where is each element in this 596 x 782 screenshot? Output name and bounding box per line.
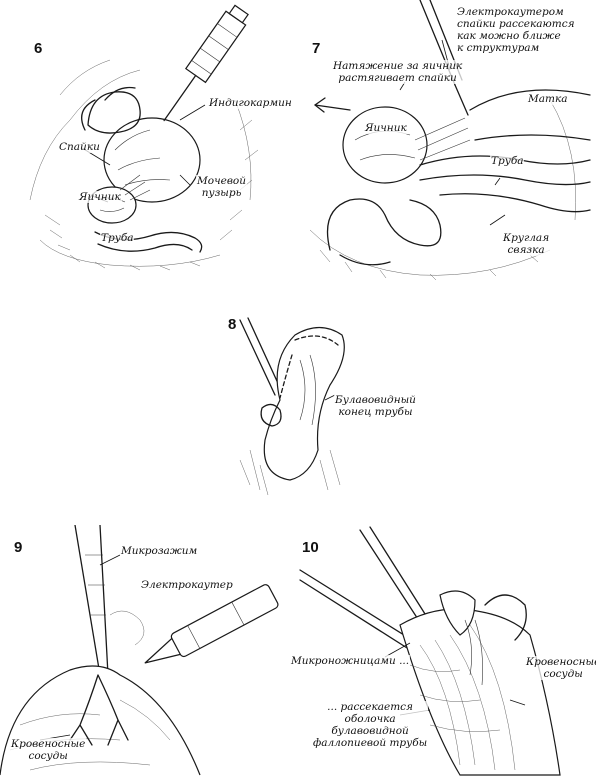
tube-label-7: Труба [490, 155, 525, 167]
electrocautery-note-line-3: как можно ближе [457, 30, 561, 42]
panel-10-number: 10 [302, 539, 319, 556]
dissection-label: ... рассекается оболочка булавовидной фа… [312, 701, 429, 749]
dissection-line-4: фаллопиевой трубы [313, 737, 428, 749]
uterus-label: Матка [527, 93, 569, 105]
vessels-10-line-1: Кровеносные [526, 656, 596, 668]
panel-6-illustration [29, 4, 259, 271]
dissection-line-1: ... рассекается [327, 701, 414, 713]
traction-note-line-1: Натяжение за яичник [333, 60, 463, 72]
panel-8-number: 8 [228, 316, 237, 333]
vessels-9-line-1: Кровеносные [11, 738, 86, 750]
dissection-line-2: оболочка [344, 713, 396, 725]
bladder-label-line-1: Мочевой [197, 175, 247, 187]
electrocautery-note-line-4: к структурам [457, 42, 540, 54]
club-end-line-2: конец трубы [338, 406, 413, 418]
panel-6-number: 6 [34, 40, 43, 57]
vessels-9-line-2: сосуды [28, 750, 68, 762]
microclamp-label: Микрозажим [120, 545, 199, 557]
panel-10-illustration [299, 526, 561, 776]
round-ligament-line-2: связка [507, 244, 545, 256]
dissection-line-3: булавовидной [331, 725, 409, 737]
panel-7-number: 7 [312, 40, 321, 57]
traction-note: Натяжение за яичник растягивает спайки [332, 60, 464, 84]
round-ligament-label: Круглая связка [502, 232, 551, 256]
panel-9-number: 9 [14, 539, 23, 556]
panel-6: 6 Индигокармин Спайки Яичник Труба Мочев… [0, 0, 293, 300]
club-end-label: Булавовидный конец трубы [334, 394, 417, 418]
panel-7: 7 Электрокаутером спайки рассекаются как… [290, 0, 596, 300]
vessels-10-line-2: сосуды [543, 668, 583, 680]
microscissors-label: Микроножницами ... [290, 655, 411, 667]
vessels-label-10: Кровеносные сосуды [525, 656, 596, 680]
tube-label: Труба [100, 232, 135, 244]
traction-note-line-2: растягивает спайки [338, 72, 457, 84]
electrocautery-note-line-1: Электрокаутером [457, 6, 564, 18]
electrocautery-note-line-2: спайки рассекаются [457, 18, 575, 30]
panel-10: 10 Микроножницами ... Кровеносные сосуды… [260, 525, 596, 782]
bladder-label-line-2: пузырь [201, 187, 242, 199]
adhesions-label: Спайки [58, 141, 101, 153]
ovary-label: Яичник [78, 191, 122, 203]
vessels-label-9: Кровеносные сосуды [10, 738, 87, 762]
club-end-line-1: Булавовидный [335, 394, 416, 406]
ovary-label-7: Яичник [364, 122, 408, 134]
panel-8-illustration [239, 317, 345, 496]
panel-8: 8 Булавовидный конец трубы [200, 300, 420, 510]
indigo-carmine-label: Индигокармин [208, 97, 293, 109]
round-ligament-line-1: Круглая [503, 232, 550, 244]
bladder-label: Мочевой пузырь [196, 175, 248, 199]
electrocautery-note: Электрокаутером спайки рассекаются как м… [456, 6, 576, 54]
electrocautery-label: Электрокаутер [140, 579, 234, 591]
panel-9: 9 Микрозажим Электрокаутер Кровеносные с… [0, 525, 305, 782]
